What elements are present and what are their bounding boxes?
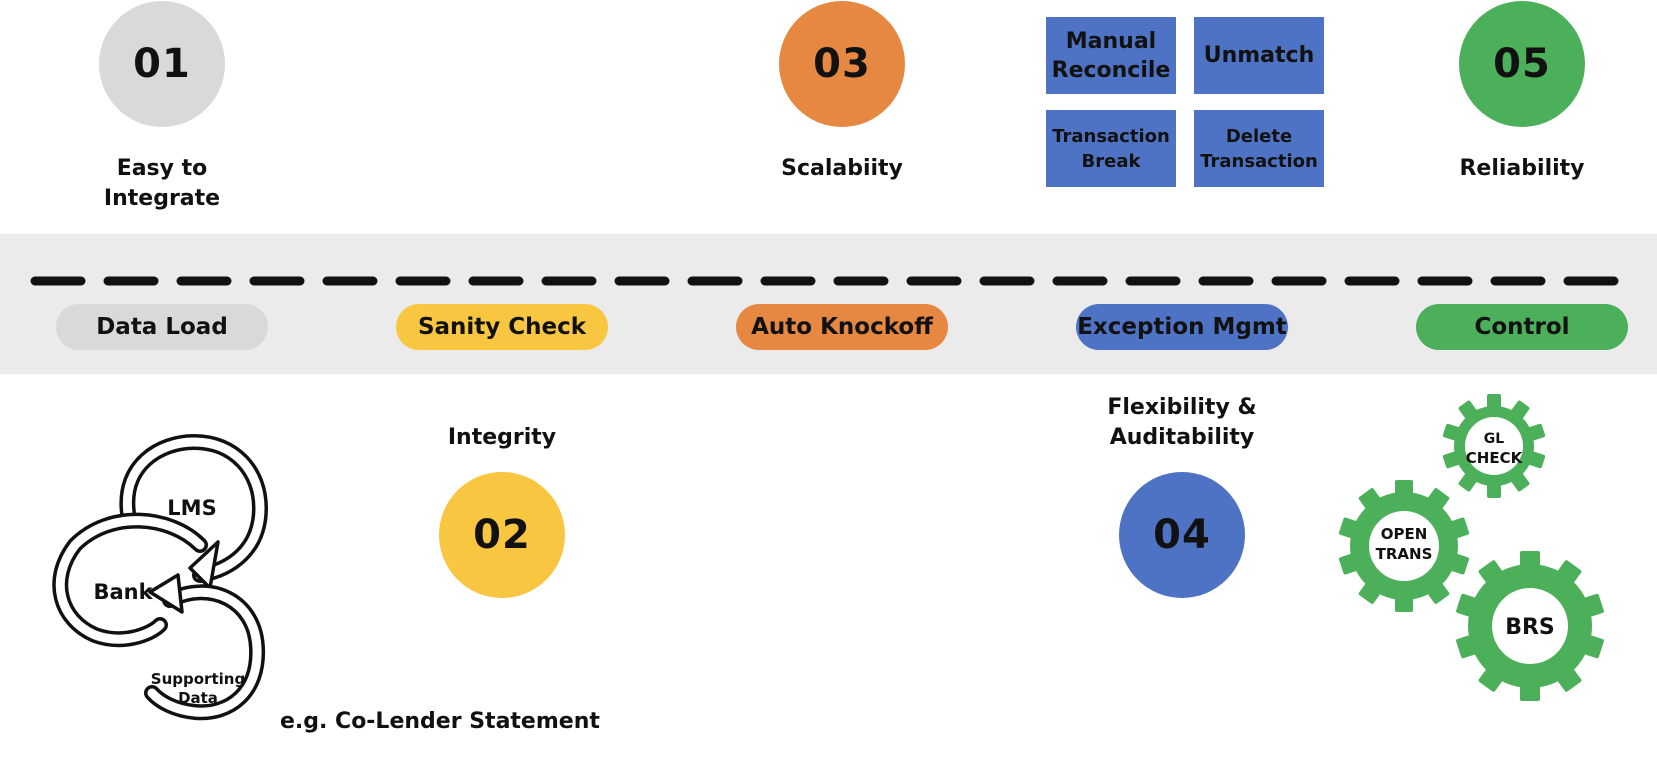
stage-pill-control: Control [1416, 304, 1628, 350]
milestone-03-circle: 03 [779, 1, 905, 127]
lms-arrow-head [188, 540, 220, 590]
supporting-arrow-head [148, 573, 184, 614]
delete-transaction-line2: Transaction [1200, 150, 1318, 172]
stage-pill-auto-knockoff: Auto Knockoff [736, 304, 948, 350]
supporting-label-line1: Supporting [151, 670, 245, 688]
milestone-01-title: Easy to Integrate [62, 154, 262, 214]
manual-reconcile-line2: Reconcile [1051, 57, 1171, 83]
milestone-01-circle: 01 [99, 1, 225, 127]
milestone-04-circle: 04 [1119, 472, 1245, 598]
co-lender-example-text: e.g. Co-Lender Statement [280, 709, 600, 734]
milestone-04-title: Flexibility & Auditability [1082, 393, 1282, 453]
transaction-break-line2: Break [1081, 150, 1141, 172]
transaction-break-line1: Transaction [1052, 125, 1170, 147]
control-gears-diagram: GL CHECK OPEN TRANS BRS [1338, 394, 1604, 701]
supporting-label-line2: Data [178, 689, 218, 707]
milestone-04-title-line2: Auditability [1109, 425, 1255, 450]
milestone-05-circle: 05 [1459, 1, 1585, 127]
lms-label: LMS [167, 496, 216, 520]
stage-pill-sanity-check: Sanity Check [396, 304, 608, 350]
unmatch-box: Unmatch [1194, 17, 1324, 94]
milestone-05-title: Reliability [1459, 156, 1585, 181]
milestone-01-title-line1: Easy to [116, 156, 208, 181]
stage-pill-exception-mgmt: Exception Mgmt [1076, 304, 1288, 350]
milestone-04-title-line1: Flexibility & [1107, 395, 1257, 420]
gl-check-label-line1: GL [1484, 431, 1504, 447]
milestone-01-title-line2: Integrate [103, 186, 221, 211]
data-sources-cycle-diagram: LMS Bank Supporting Data [52, 433, 269, 721]
milestone-03-title: Scalabiity [781, 156, 903, 181]
unmatch-label: Unmatch [1203, 43, 1315, 68]
brs-label: BRS [1505, 615, 1555, 640]
manual-reconcile-line1: Manual [1065, 28, 1157, 54]
timeline-dashed-line [30, 276, 1630, 286]
stage-pill-data-load: Data Load [56, 304, 268, 350]
open-trans-label-line1: OPEN [1381, 525, 1428, 543]
delete-transaction-line1: Delete [1225, 125, 1293, 147]
open-trans-label-line2: TRANS [1376, 545, 1433, 563]
milestone-02-title: Integrity [447, 425, 557, 450]
milestone-02-circle: 02 [439, 472, 565, 598]
bank-label: Bank [93, 580, 153, 604]
gl-check-label-line2: CHECK [1466, 449, 1524, 467]
